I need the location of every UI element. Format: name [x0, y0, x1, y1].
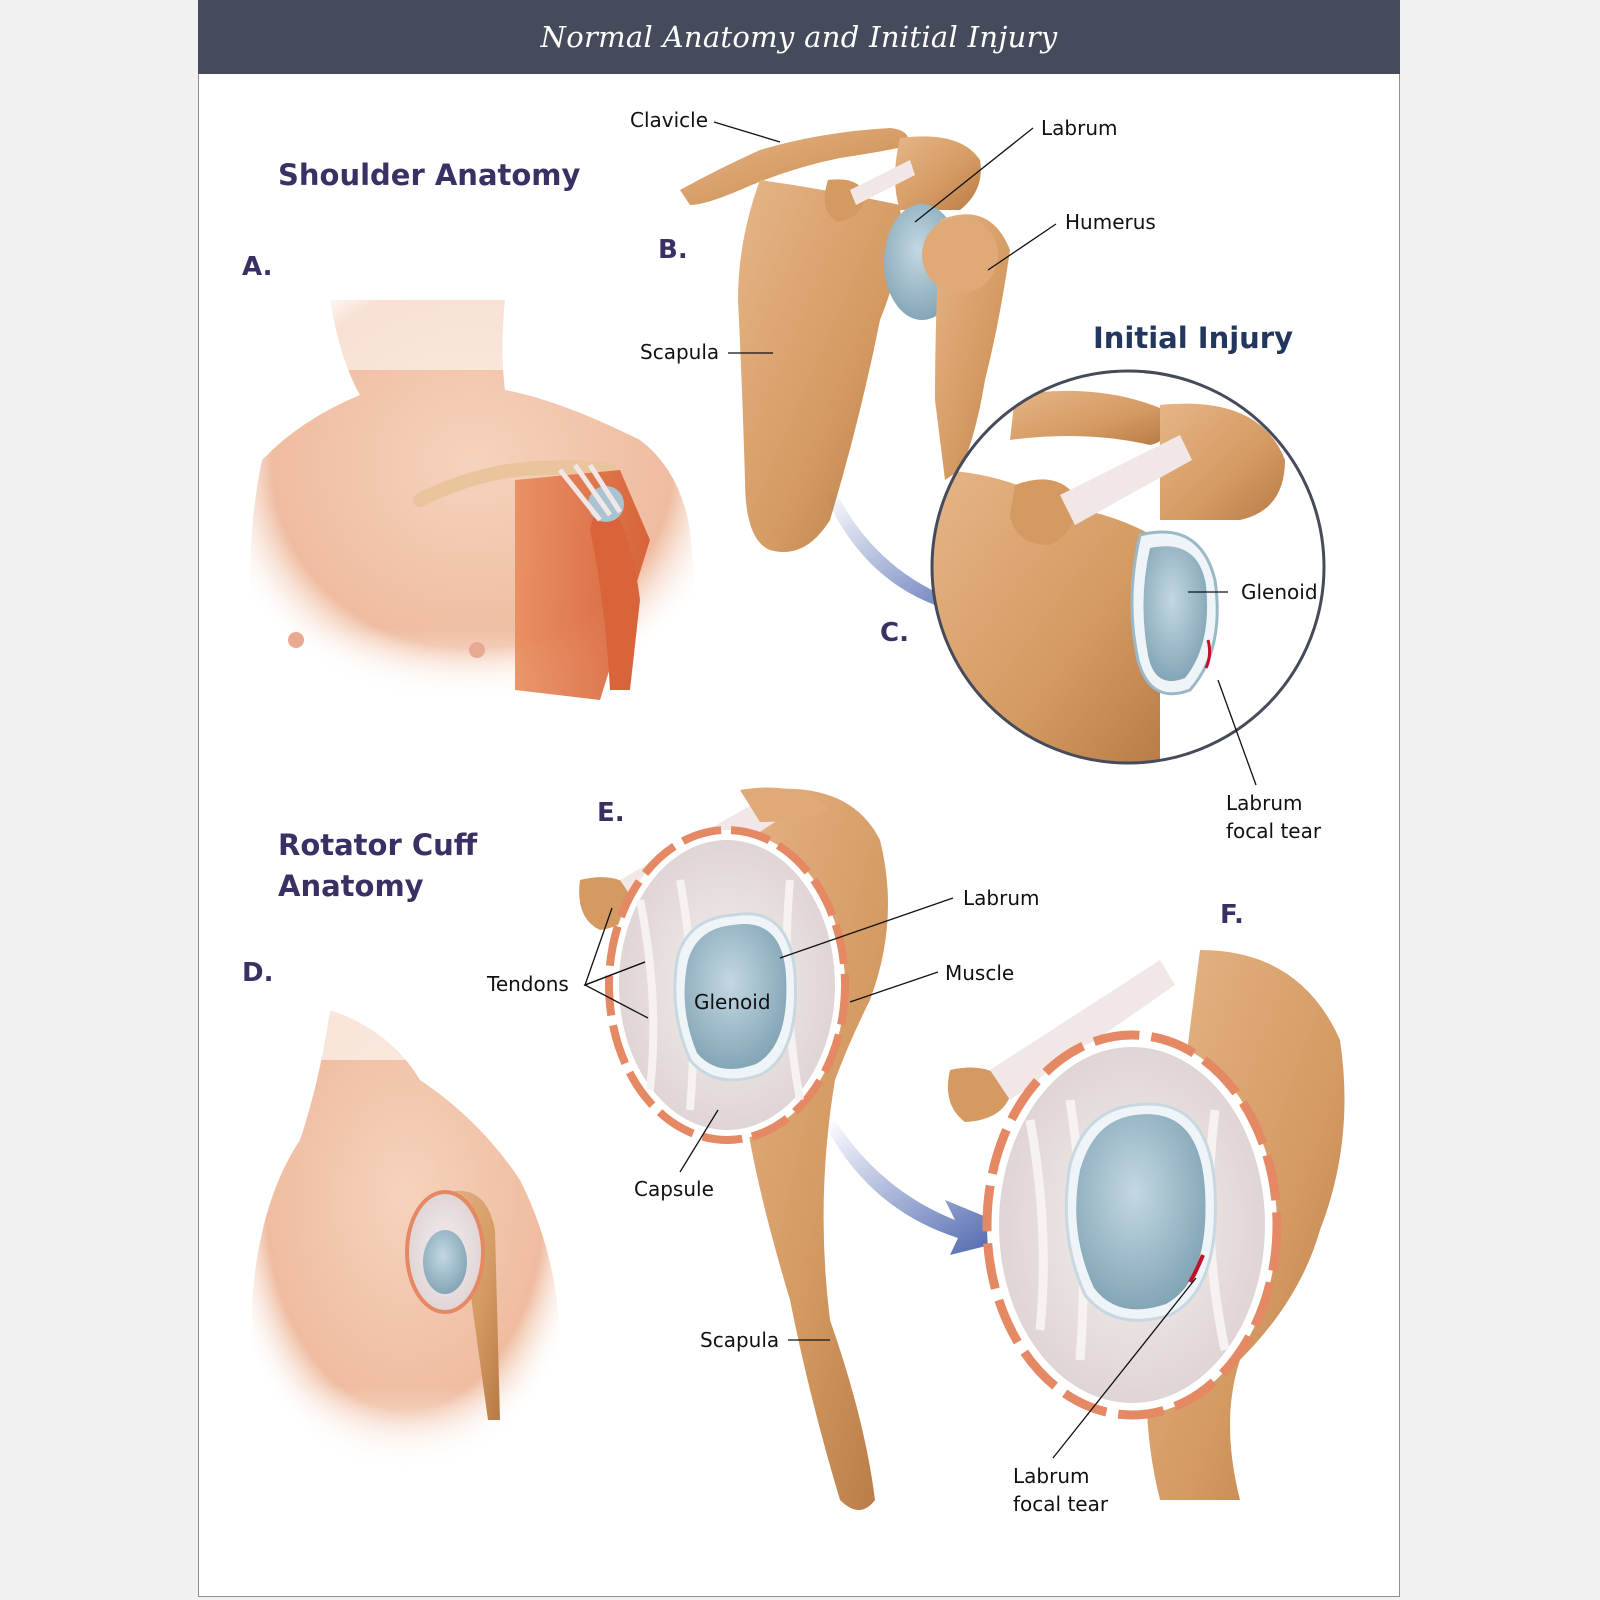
- leader-lines: [583, 121, 1257, 1459]
- heading-rotator-cuff-line2: Anatomy: [278, 869, 424, 903]
- panel-d-torso: [250, 960, 560, 1480]
- banner-title: Normal Anatomy and Initial Injury: [540, 20, 1058, 54]
- label-tear-f-line2: focal tear: [1013, 1492, 1109, 1516]
- panel-letter-d: D.: [242, 958, 274, 988]
- panel-letter-f: F.: [1220, 900, 1244, 930]
- label-glenoid-e: Glenoid: [694, 990, 771, 1014]
- panel-a-torso: [249, 280, 696, 710]
- label-labrum-b: Labrum: [1041, 116, 1118, 140]
- heading-initial-injury: Initial Injury: [1093, 321, 1294, 355]
- label-muscle: Muscle: [945, 961, 1015, 985]
- label-scapula-e: Scapula: [700, 1328, 780, 1352]
- panel-c-zoom: [930, 369, 1326, 765]
- panel-e-glenoid: [579, 787, 888, 1510]
- heading-shoulder-anatomy: Shoulder Anatomy: [278, 158, 581, 192]
- panel-letter-b: B.: [658, 235, 688, 265]
- label-clavicle: Clavicle: [630, 108, 709, 132]
- label-humerus: Humerus: [1065, 210, 1156, 234]
- label-tear-c-line2: focal tear: [1226, 819, 1322, 843]
- label-scapula-b: Scapula: [640, 340, 720, 364]
- label-glenoid-c: Glenoid: [1241, 580, 1318, 604]
- title-banner: Normal Anatomy and Initial Injury: [198, 0, 1400, 74]
- label-tendons: Tendons: [487, 972, 569, 996]
- panel-letter-a: A.: [242, 252, 273, 282]
- label-capsule: Capsule: [634, 1177, 714, 1201]
- panel-f-glenoid-tear: [947, 950, 1345, 1500]
- arrow-e-to-f: [825, 1120, 1030, 1255]
- heading-rotator-cuff-line1: Rotator Cuff: [278, 828, 478, 862]
- label-tear-c-line1: Labrum: [1226, 791, 1303, 815]
- panel-letter-c: C.: [880, 618, 909, 648]
- panel-letter-e: E.: [597, 798, 625, 828]
- label-labrum-e: Labrum: [963, 886, 1040, 910]
- panel-b-shoulder: [680, 128, 1010, 552]
- label-tear-f-line1: Labrum: [1013, 1464, 1090, 1488]
